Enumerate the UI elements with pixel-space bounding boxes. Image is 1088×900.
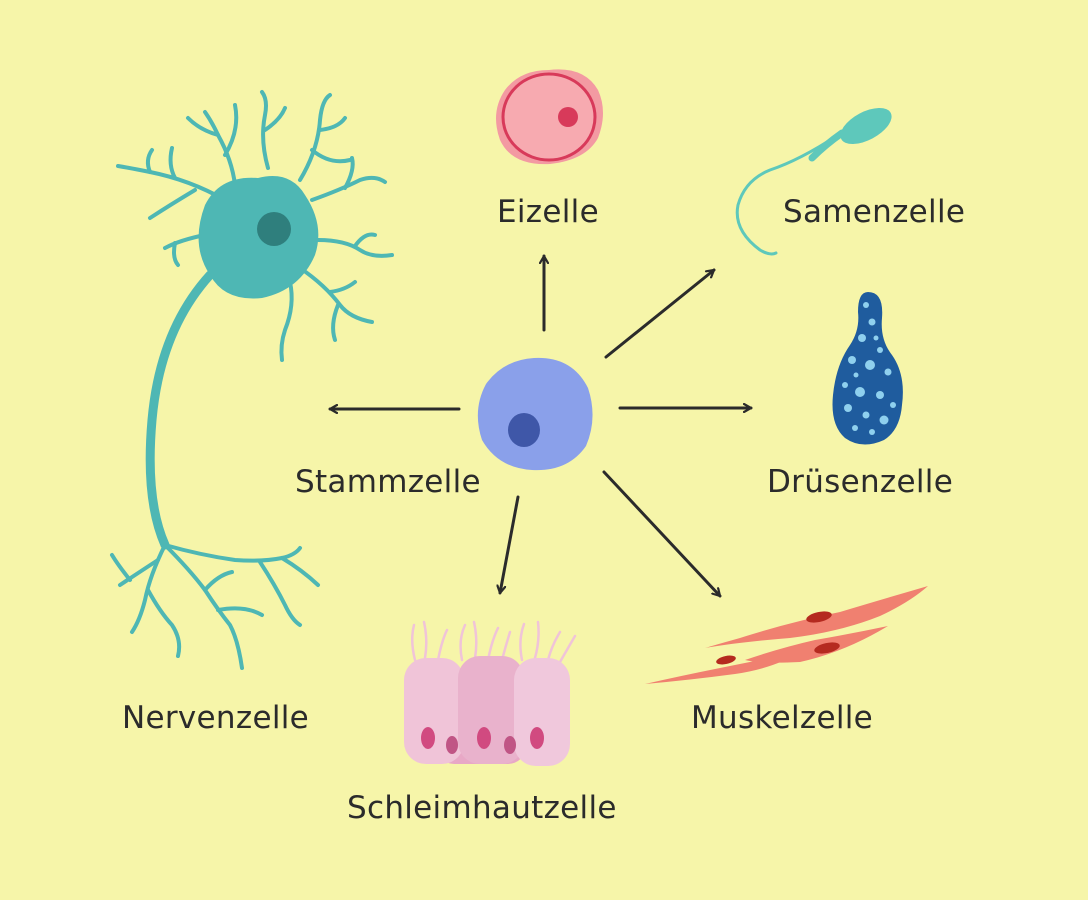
arrow-to-muscle — [602, 470, 722, 598]
label-mucosa: Schleimhautzelle — [347, 790, 617, 826]
nerve-nucleus — [257, 212, 291, 246]
sperm-cell-illustration — [735, 107, 892, 256]
label-egg: Eizelle — [497, 194, 599, 230]
label-gland: Drüsenzelle — [767, 464, 954, 500]
label-muscle: Muskelzelle — [691, 700, 874, 736]
label-nerve: Nervenzelle — [122, 700, 310, 736]
gland-cell-illustration — [832, 292, 903, 445]
arrows — [328, 254, 753, 598]
mucosa-cell-illustration — [404, 620, 577, 766]
arrow-to-sperm — [604, 268, 716, 359]
stem-nucleus — [508, 413, 540, 447]
label-stem: Stammzelle — [295, 464, 481, 500]
egg-nucleus — [558, 107, 578, 127]
muscle-cell-illustration — [645, 586, 928, 684]
stem-cell-illustration — [477, 357, 593, 471]
arrow-to-mucosa — [500, 495, 520, 595]
nerve-cell-illustration — [110, 90, 394, 670]
egg-cell-illustration — [496, 69, 603, 165]
label-sperm: Samenzelle — [783, 194, 966, 230]
